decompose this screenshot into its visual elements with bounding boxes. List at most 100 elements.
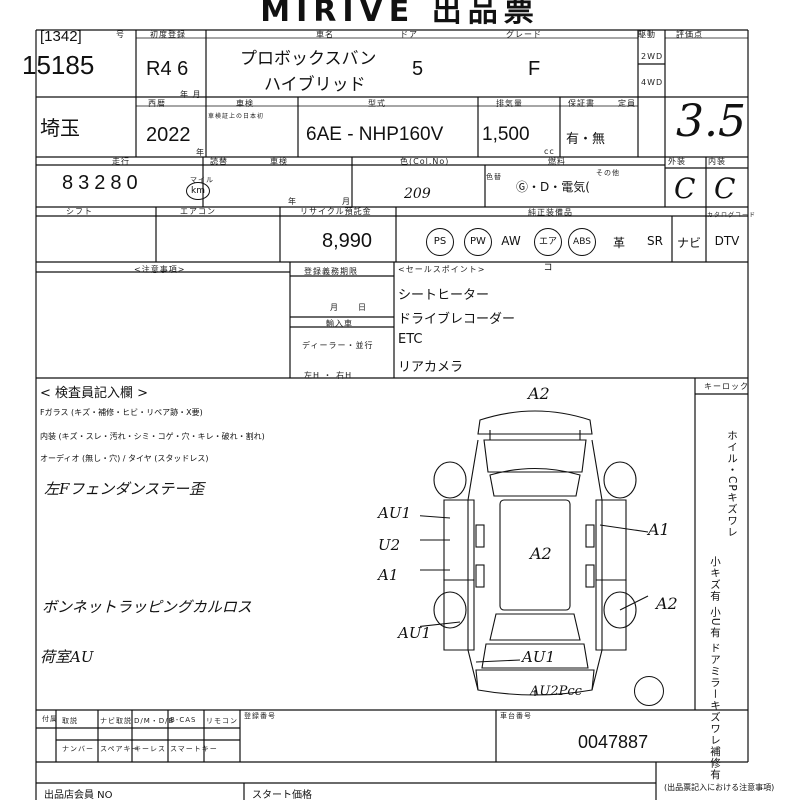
sheet-title: MIRIVE 出品票 bbox=[260, 0, 540, 29]
label-navi-manual: ナビ取説 bbox=[100, 717, 132, 725]
label-catalog-code: カタログコード bbox=[707, 212, 757, 219]
equipment-pw: PW bbox=[464, 228, 492, 256]
inspector-note-2: ボンネットラッピングカルロス bbox=[42, 598, 252, 616]
label-warranty: 保証書 bbox=[568, 99, 595, 108]
label-import: 輸入車 bbox=[326, 319, 353, 328]
label-keylock: キーロック bbox=[704, 382, 749, 391]
wheel-legend: ホイル・CPキズワレ bbox=[726, 430, 738, 538]
label-remote: リモコン bbox=[206, 717, 238, 725]
grade-value: F bbox=[528, 58, 541, 80]
label-shaken: 車検 bbox=[270, 157, 288, 166]
start-price-label: スタート価格 bbox=[252, 790, 312, 801]
label-year-month: 年 月 bbox=[180, 90, 202, 99]
doors-value: 5 bbox=[412, 58, 424, 80]
color-code-value: 209 bbox=[404, 186, 431, 202]
label-year-suffix: 年 bbox=[196, 148, 205, 157]
label-month: 月 bbox=[342, 197, 351, 206]
label-accessories: 付属 bbox=[42, 715, 58, 723]
footer-note: (出品票記入における注意事項) bbox=[664, 783, 775, 792]
label-fuel: 燃料 bbox=[548, 157, 566, 166]
chassis-number-value: 0047887 bbox=[578, 732, 649, 752]
label-equipment: 純正装備品 bbox=[528, 208, 573, 217]
fuel-options: Ⓖ・D・電気( bbox=[516, 180, 590, 194]
car-name-line1: プロボックスバン bbox=[240, 49, 377, 68]
lot-code: [1342] bbox=[40, 28, 82, 45]
selling-point-1: シートヒーター bbox=[398, 288, 490, 303]
label-notes: <注意事項> bbox=[134, 265, 186, 274]
label-notes-bottom: 登録番号 bbox=[244, 712, 276, 720]
label-selling-points: <セールスポイント> bbox=[398, 265, 486, 274]
label-model-code: 型式 bbox=[368, 99, 386, 108]
label-number: 号 bbox=[116, 30, 125, 39]
label-registration-deadline: 登録義務期限 bbox=[304, 267, 358, 276]
equipment-navi: ナビ bbox=[676, 236, 701, 250]
interior-grade-value: C bbox=[714, 172, 736, 205]
label-fuel-other: その他 bbox=[596, 169, 620, 177]
label-mileage: 走行 bbox=[112, 157, 130, 166]
label-import-type: ディーラー・並行 bbox=[302, 341, 374, 350]
label-spare-key: スペアキー bbox=[100, 745, 140, 753]
equipment-aw: AW bbox=[501, 234, 521, 248]
label-doors: ドア bbox=[400, 30, 418, 39]
damage-left-middle: U2 bbox=[378, 536, 401, 554]
displacement-value: 1,500 bbox=[482, 124, 530, 145]
damage-right-rear: A2 bbox=[656, 594, 678, 613]
label-number-plate: ナンバー bbox=[62, 745, 94, 753]
recycle-fee-value: 8,990 bbox=[322, 230, 373, 252]
label-interior: 内装 bbox=[708, 157, 726, 166]
label-grade: グレード bbox=[506, 30, 542, 39]
label-dm: D/M・D/B bbox=[134, 717, 175, 725]
damage-roof: A2 bbox=[530, 544, 552, 563]
label-cc: cc bbox=[544, 147, 555, 156]
label-keyless: キーレス bbox=[134, 745, 166, 753]
exhibitor-member-no: 出品店会員 NO bbox=[44, 790, 113, 801]
equipment-leather: 革 bbox=[612, 236, 625, 250]
damage-rear-gate: AU1 bbox=[522, 648, 556, 666]
label-aircon: エアコン bbox=[180, 207, 216, 216]
equipment-sr: SR bbox=[647, 234, 663, 248]
damage-left-rear-door: A1 bbox=[378, 566, 399, 584]
damage-left-front: AU1 bbox=[378, 504, 412, 522]
mileage-unit-km: km bbox=[186, 182, 210, 200]
label-color: 色(Col.No) bbox=[400, 157, 450, 166]
label-mileage-unit: マイル bbox=[190, 176, 214, 184]
inspector-header: < 検査員記入欄 > bbox=[40, 386, 149, 401]
label-color-swatch: 色替 bbox=[486, 173, 502, 181]
mileage-value: 83280 bbox=[62, 172, 143, 194]
equipment-dtv: DTV bbox=[714, 234, 740, 248]
equipment-aircon: エアコ bbox=[534, 228, 562, 273]
score-value: 3.5 bbox=[676, 96, 746, 147]
label-drive: 駆動 bbox=[638, 30, 656, 39]
inspector-note-3: 荷室AU bbox=[40, 648, 94, 666]
inspector-line-audio: オーディオ (無し・穴) / タイヤ (スタッドレス) bbox=[40, 454, 209, 463]
label-year-short: 年 bbox=[288, 197, 297, 206]
model-year-value: 2022 bbox=[146, 124, 191, 146]
equipment-ps: PS bbox=[426, 228, 454, 256]
damage-right-door: A1 bbox=[648, 520, 670, 539]
label-chassis-number: 車台番号 bbox=[500, 712, 532, 720]
label-bcas: B-CAS bbox=[170, 716, 197, 724]
car-diagram bbox=[420, 410, 649, 696]
spare-tire-circle bbox=[634, 676, 664, 706]
inspector-line-glass: Fガラス (キズ・補修・ヒビ・リペア跡・X要) bbox=[40, 408, 203, 417]
label-shift-mark: 読替 bbox=[210, 157, 228, 166]
label-month2: 月 bbox=[330, 303, 339, 312]
label-manual: 取説 bbox=[62, 717, 78, 725]
label-2wd: 2WD bbox=[641, 52, 664, 61]
prefecture-value: 埼玉 bbox=[40, 118, 80, 140]
label-shift: シフト bbox=[66, 207, 93, 216]
label-first-registration: 初度登録 bbox=[150, 30, 186, 39]
mirror-legend: 小キズ有 小U有 ドアミラーキズワレ補修有 bbox=[709, 556, 721, 781]
selling-point-4: リアカメラ bbox=[398, 360, 464, 375]
exterior-grade-value: C bbox=[674, 172, 696, 205]
inspector-line-interior: 内装 (キズ・スレ・汚れ・シミ・コゲ・穴・キレ・破れ・割れ) bbox=[40, 432, 265, 441]
damage-rear-bumper: AU2Pcc bbox=[530, 684, 582, 699]
label-handle: 左H ・ 右H bbox=[304, 371, 353, 380]
label-recycle-fee: リサイクル預託金 bbox=[300, 207, 372, 216]
label-4wd: 4WD bbox=[641, 78, 664, 87]
label-model-year: 西暦 bbox=[148, 99, 166, 108]
warranty-value: 有・無 bbox=[566, 132, 606, 147]
equipment-abs: ABS bbox=[568, 228, 596, 256]
car-name-line2: ハイブリッド bbox=[264, 75, 366, 94]
